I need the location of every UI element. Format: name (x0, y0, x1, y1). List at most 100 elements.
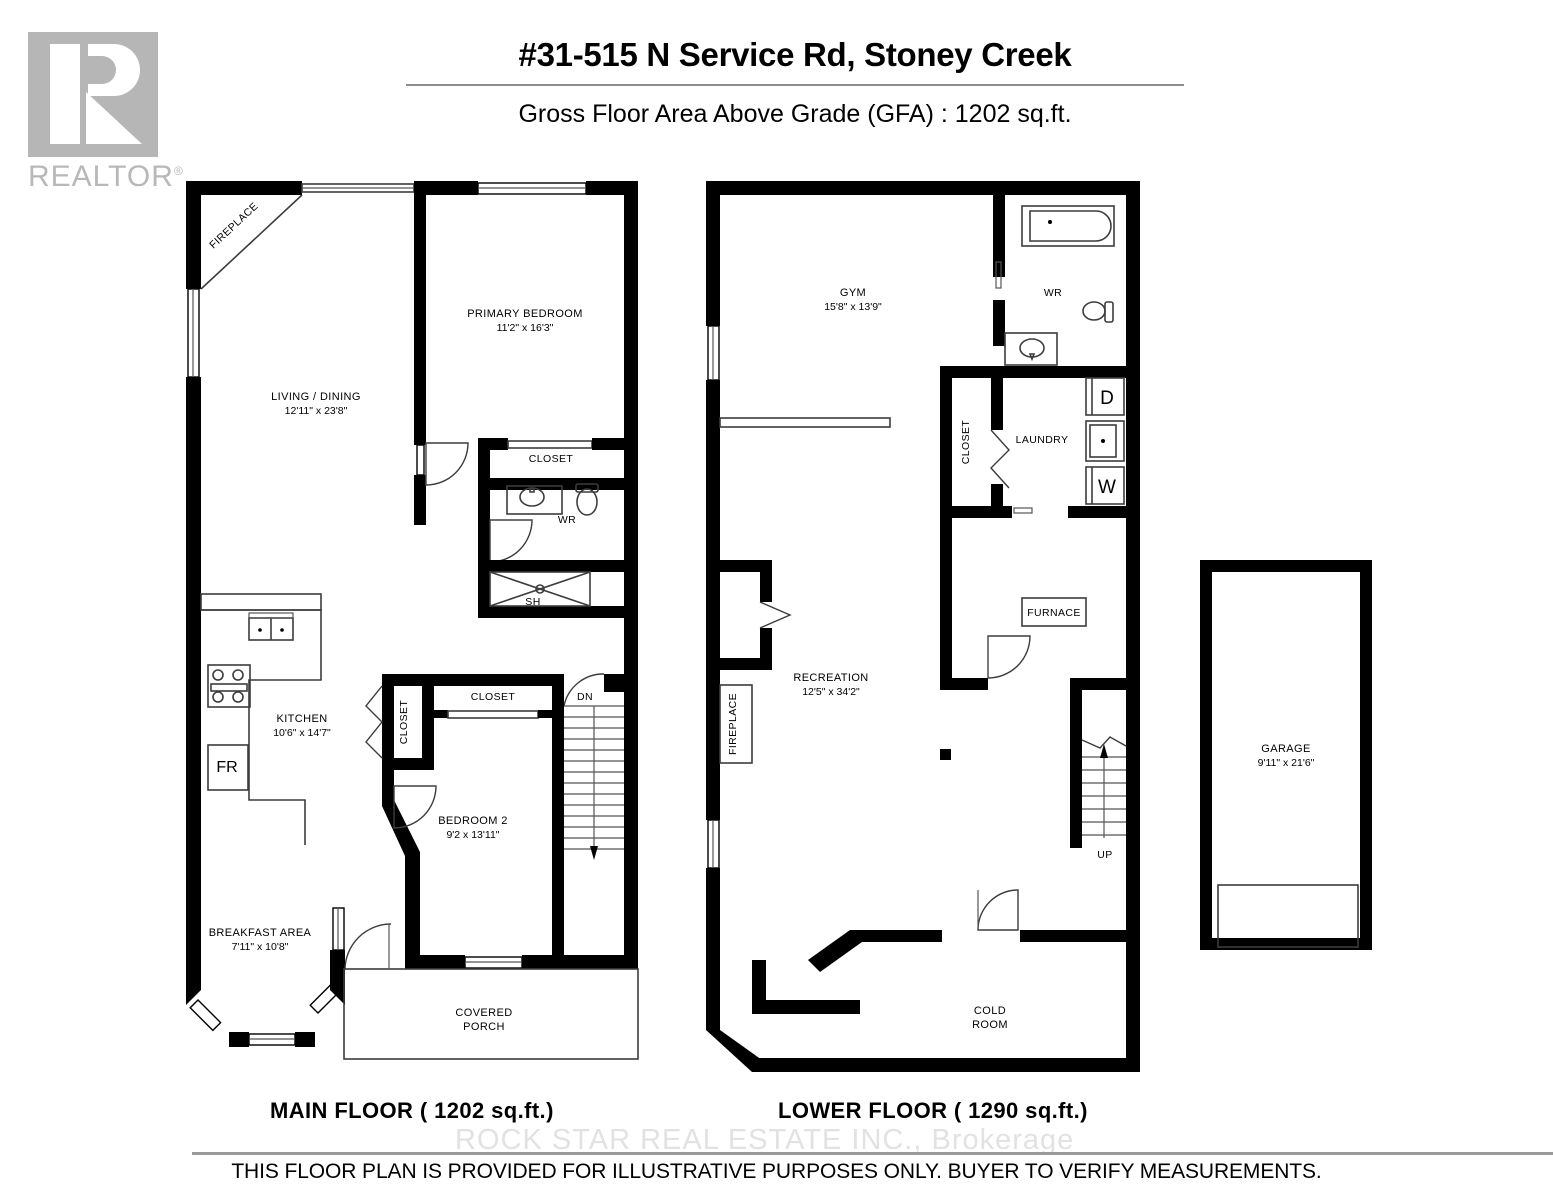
wall-exterior-right (624, 181, 638, 967)
wall-bay-right-upper (330, 950, 345, 978)
washer-icon (1085, 466, 1125, 505)
vanity-counter-wr (506, 485, 563, 515)
recreation-dims: 12'5" x 34'2" (802, 686, 860, 698)
stairs-dn-label: DN (577, 691, 593, 703)
realtor-r-mark-icon (28, 32, 158, 157)
wall-bottom-left (405, 955, 465, 969)
covered-porch-label-1: COVERED (455, 1007, 512, 1019)
faucet-icon-lower (1028, 353, 1036, 362)
main-floor-plan: FIREPLACE LIVING / DINING 12'11" x 23'8"… (186, 181, 639, 1060)
wall-lower-right (1126, 181, 1140, 1072)
sh-label: SH (525, 596, 540, 608)
wall-laundry-left (940, 366, 952, 518)
gym-label: GYM (840, 287, 866, 299)
toilet-bowl-icon (576, 488, 598, 516)
wall-cold-room-left (760, 1000, 860, 1014)
garage-label: GARAGE (1261, 743, 1310, 755)
toilet-bowl-icon-lower (1082, 301, 1106, 321)
wall-cold-room-top-right (1020, 930, 1140, 942)
kitchen-faucet (248, 612, 294, 619)
wall-bay-corner-left (186, 967, 201, 1005)
living-dining-label: LIVING / DINING (271, 391, 361, 403)
bedroom2-label: BEDROOM 2 (438, 815, 508, 827)
door-furnace-room (987, 635, 1031, 679)
wall-garage-bottom (1200, 938, 1372, 950)
shower-drain-icon (535, 584, 545, 594)
wall-bay-joint-right (295, 1032, 315, 1047)
header: #31-515 N Service Rd, Stoney Creek Gross… (400, 36, 1190, 129)
wall-exterior-left-lower (186, 377, 201, 967)
fridge-label: FR (216, 759, 237, 776)
wall-exterior-top-mid (414, 181, 478, 195)
lower-floor-caption: LOWER FLOOR ( 1290 sq.ft.) (778, 1098, 1088, 1123)
closet-hall-label: CLOSET (398, 700, 410, 745)
wall-closet-bottom (478, 478, 624, 490)
bifold-door-closet-lower (990, 429, 1010, 489)
wall-lower-top (706, 181, 1140, 195)
opening-living-hall (416, 444, 425, 476)
faucet-icon-wr (529, 488, 535, 493)
wall-bedroom2-angled (382, 770, 420, 968)
closet-door-primary (507, 440, 593, 449)
wall-lower-bottom-left (752, 1058, 850, 1072)
wall-lower-bevel-left (706, 1030, 762, 1072)
wall-lower-bottom (836, 1058, 1140, 1072)
covered-porch-label-2: PORCH (463, 1021, 505, 1033)
closet-primary-label: CLOSET (529, 453, 574, 465)
closet-door-bedroom2 (447, 710, 539, 719)
wall-closet-b2-jamb-l (434, 710, 448, 718)
breakfast-area-label: BREAKFAST AREA (209, 927, 312, 939)
stairs-break-line (1081, 736, 1127, 749)
wall-laundry-top (940, 366, 1140, 378)
fridge-icon (207, 744, 249, 791)
wall-living-hall (414, 475, 426, 525)
wall-bottom-right (522, 955, 638, 969)
laundry-fixture-small (1013, 507, 1033, 514)
wall-living-bedroom (414, 195, 426, 445)
wall-lower-left-b (706, 380, 720, 820)
wall-closet-b2-top (434, 674, 552, 686)
door-primary-bedroom (425, 442, 469, 486)
wall-garage-left (1200, 560, 1212, 950)
vanity-counter-lower (1004, 332, 1058, 366)
wall-exterior-left-upper (186, 181, 201, 289)
wall-shower-bottom (478, 606, 624, 618)
stairs-main-treads (564, 705, 624, 860)
door-stairs-main (563, 673, 605, 707)
wall-cold-room-bevel (808, 930, 862, 972)
primary-bedroom-dims: 11'2" x 16'3" (497, 322, 554, 334)
lower-fireplace-label: FIREPLACE (727, 693, 739, 755)
wall-stairwell-left (552, 692, 564, 968)
breakfast-area-dims: 7'11" x 10'8" (232, 941, 289, 953)
wall-lower-left-a (706, 181, 720, 326)
wall-closet-v-left (382, 674, 394, 770)
living-dining-dims: 12'11" x 23'8" (285, 405, 348, 417)
dryer-label: D (1100, 388, 1114, 409)
toilet-tank-icon-lower (1104, 301, 1114, 323)
wall-closet-v-top (382, 674, 434, 686)
wall-rec-closet-top (720, 560, 772, 572)
wall-cold-room-top-left (850, 930, 942, 942)
wall-closet-top-right (592, 438, 624, 450)
laundry-sink-basin (1089, 424, 1117, 458)
wall-closet-v-bottom (382, 758, 434, 770)
wall-wr-left (478, 490, 490, 560)
beam-gym (719, 417, 891, 428)
main-floor-caption: MAIN FLOOR ( 1202 sq.ft.) (270, 1098, 554, 1123)
realtor-logo: REALTOR® (28, 32, 183, 197)
recreation-label: RECREATION (793, 672, 868, 684)
covered-porch-outline (343, 968, 639, 1060)
stairs-up-arrow-icon (1100, 744, 1108, 758)
wall-closet-v-right (422, 674, 434, 770)
fireplace-diagonal (200, 194, 303, 290)
title-divider (406, 84, 1184, 86)
window-bay-left (189, 999, 222, 1032)
page-title: #31-515 N Service Rd, Stoney Creek (518, 36, 1072, 73)
wall-stair-jamb-left (552, 674, 564, 692)
bathtub-basin (1029, 210, 1112, 242)
wall-lower-left-c (706, 868, 720, 1030)
bifold-door-rec-closet (759, 601, 792, 629)
door-entry-swing (344, 923, 392, 971)
cold-room-label-2: ROOM (972, 1019, 1008, 1031)
